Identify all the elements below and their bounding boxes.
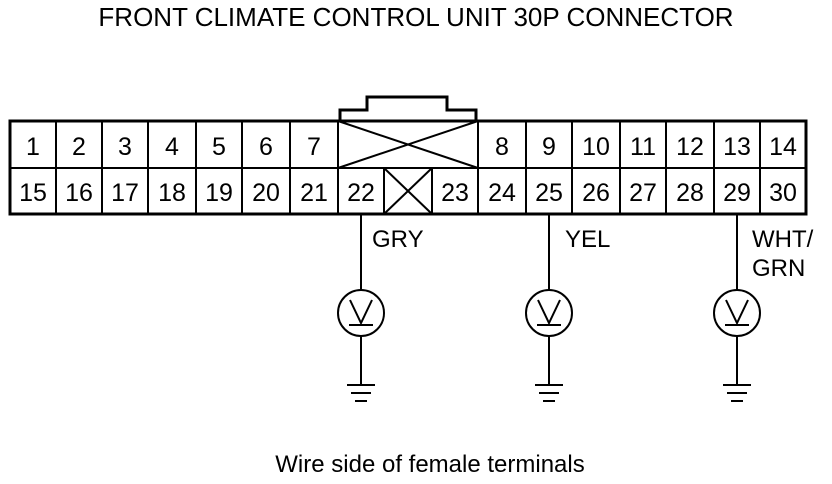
pin-label: 22 [347,179,375,207]
top-row-labels: 1 2 3 4 5 6 7 8 9 10 11 12 13 14 [26,133,797,161]
voltmeter-icon [713,289,761,337]
blank-cavity-bottom [383,167,433,215]
pin-label: 9 [542,133,556,161]
pin-label: 13 [723,133,751,161]
pin-label: 20 [252,179,280,207]
voltmeter-icon [337,289,385,337]
wire-color-label-line1: WHT/ [752,226,814,253]
wire-color-label-line2: GRN [752,255,805,282]
voltmeter-icon [525,289,573,337]
pin-label: 2 [72,133,86,161]
pin-label: 29 [723,179,751,207]
pin-label: 12 [676,133,704,161]
pin-label: 11 [630,133,656,161]
pin-label: 6 [259,133,273,161]
probe-pin-22: GRY [337,214,424,402]
pin-label: 3 [118,133,132,161]
pin-label: 8 [495,133,509,161]
connector-lock-tab [338,95,478,121]
pin-label: 15 [19,179,47,207]
ground-icon [723,336,751,402]
pin-label: 4 [165,133,179,161]
diagram-title: FRONT CLIMATE CONTROL UNIT 30P CONNECTOR [98,2,733,32]
pin-label: 14 [769,133,797,161]
probe-pin-29: WHT/ GRN [713,214,814,402]
pin-label: 18 [158,179,186,207]
pin-label: 27 [629,179,657,207]
bottom-row-dividers [55,168,761,214]
pin-label: 24 [488,179,516,207]
pin-label: 5 [212,133,226,161]
pin-label: 10 [582,133,610,161]
pin-label: 28 [676,179,704,207]
pin-label: 25 [535,179,563,207]
blank-cavity-top [337,120,479,169]
ground-icon [347,336,375,402]
pin-label: 30 [769,179,797,207]
wire-color-label: YEL [565,226,610,253]
diagram-caption: Wire side of female terminals [275,451,584,478]
ground-icon [535,336,563,402]
top-row-dividers [55,121,761,168]
pin-label: 19 [205,179,233,207]
pin-label: 7 [307,133,321,161]
pin-label: 16 [65,179,93,207]
bottom-row-labels: 15 16 17 18 19 20 21 22 23 24 25 26 27 2… [19,179,797,207]
pin-label: 26 [582,179,610,207]
wire-color-label: GRY [372,226,424,253]
pin-label: 17 [111,179,139,207]
probe-pin-25: YEL [525,214,610,402]
pin-label: 21 [300,179,328,207]
pin-label: 23 [441,179,469,207]
pin-label: 1 [26,133,40,161]
